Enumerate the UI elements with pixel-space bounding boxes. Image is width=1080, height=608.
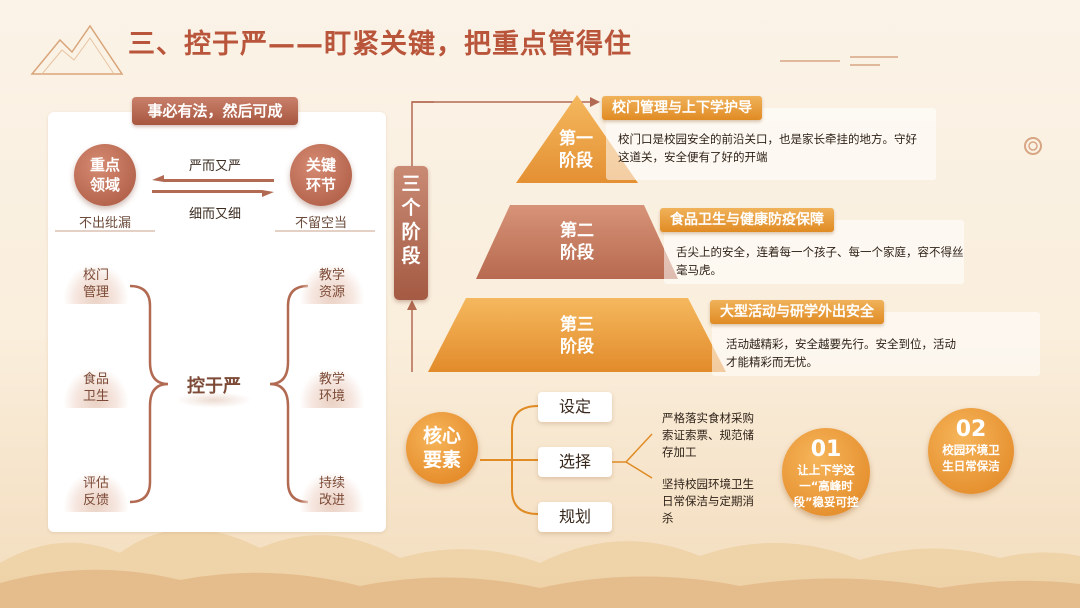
stages-vertical-label: 三个阶段: [394, 166, 428, 300]
center-pedestal: [176, 392, 252, 408]
focus-area-circle: 重点领域: [74, 144, 136, 206]
right-item-label: 教学资源: [318, 268, 345, 300]
badge-02-number: 02: [955, 417, 987, 442]
ring-deco-icon: [1024, 137, 1042, 155]
right-item-environment: 教学环境: [300, 368, 364, 408]
left-item-review: 评估反馈: [64, 472, 128, 512]
stage-1-tag: 校门管理与上下学护导: [602, 96, 762, 120]
arrow-label-top: 严而又严: [188, 159, 241, 174]
stage-3-tag: 大型活动与研学外出安全: [710, 300, 884, 324]
left-item-label: 校门管理: [82, 268, 109, 300]
core-branch-lines: [480, 405, 539, 515]
mountain-background: [0, 529, 1080, 608]
right-item-label: 教学环境: [318, 372, 345, 404]
bracket-lines: [129, 284, 309, 504]
left-panel-header: 事必有法，然后可成: [132, 97, 298, 125]
stage-2-label: 第二阶段: [547, 220, 607, 264]
badge-02: 02 校园环境卫生日常保洁: [928, 408, 1014, 494]
right-item-label: 持续改进: [318, 476, 345, 508]
badge-01-text: 让上下学这一“高峰时段”稳妥可控: [793, 463, 859, 509]
pyramid-tier-2: [476, 205, 678, 279]
right-item-improve: 持续改进: [300, 472, 364, 512]
core-note-1: 严格落实食材采购索证索票、规范储存加工: [662, 411, 754, 459]
left-item-food: 食品卫生: [64, 368, 128, 408]
stage-3-text: 第三阶段: [560, 315, 594, 357]
stage-3-desc: 活动越精彩，安全越要先行。安全到位，活动才能精彩而无忧。: [726, 337, 956, 369]
core-elements-label: 核心要素: [422, 425, 461, 471]
select-branch-lines: [612, 433, 653, 479]
top-arrow-icon: [412, 97, 600, 107]
stage-2-text: 第二阶段: [560, 221, 594, 263]
mountain-deco-icon: [30, 24, 124, 75]
stage-1-label: 第一阶段: [546, 128, 606, 172]
key-link-label: 关键环节: [305, 156, 336, 194]
key-link-circle: 关键环节: [290, 144, 352, 206]
core-item-set: 设定: [538, 392, 612, 422]
pyramid-tier-3: [428, 298, 726, 372]
core-note-2: 坚持校园环境卫生日常保洁与定期消杀: [662, 477, 754, 525]
page-title: 三、控于严——盯紧关键，把重点管得住: [128, 29, 632, 60]
stage-2-tag: 食品卫生与健康防疫保障: [660, 208, 834, 232]
focus-area-label: 重点领域: [89, 156, 120, 194]
key-link-caption: 不留空当: [294, 216, 347, 231]
stage-3-label: 第三阶段: [547, 314, 607, 358]
left-item-label: 评估反馈: [82, 476, 109, 508]
right-item-resources: 教学资源: [300, 264, 364, 304]
left-item-label: 食品卫生: [82, 372, 109, 404]
core-elements-circle: 核心要素: [406, 412, 478, 484]
focus-area-caption: 不出纰漏: [78, 216, 131, 231]
stage-1-info-box: [606, 108, 936, 180]
left-item-gate: 校门管理: [64, 264, 128, 304]
double-arrow-icon: [152, 175, 274, 197]
badge-01-number: 01: [810, 437, 842, 462]
title-line-deco-icon: [780, 56, 898, 66]
divider-lines: [55, 230, 375, 232]
core-item-select: 选择: [538, 447, 612, 477]
arrow-label-bottom: 细而又细: [188, 207, 241, 222]
stage-1-text: 第一阶段: [559, 129, 593, 171]
badge-02-text: 校园环境卫生日常保洁: [942, 443, 1000, 473]
stages-label-text: 三个阶段: [401, 173, 421, 267]
core-item-plan: 规划: [538, 502, 612, 532]
stage-1-desc: 校门口是校园安全的前沿关口，也是家长牵挂的地方。守好这道关，安全便有了好的开端: [618, 132, 917, 164]
center-label: 控于严: [187, 376, 241, 397]
stage-2-desc: 舌尖上的安全，连着每一个孩子、每一个家庭，容不得丝毫马虎。: [676, 245, 964, 277]
badge-01: 01 让上下学这一“高峰时段”稳妥可控: [782, 428, 870, 516]
